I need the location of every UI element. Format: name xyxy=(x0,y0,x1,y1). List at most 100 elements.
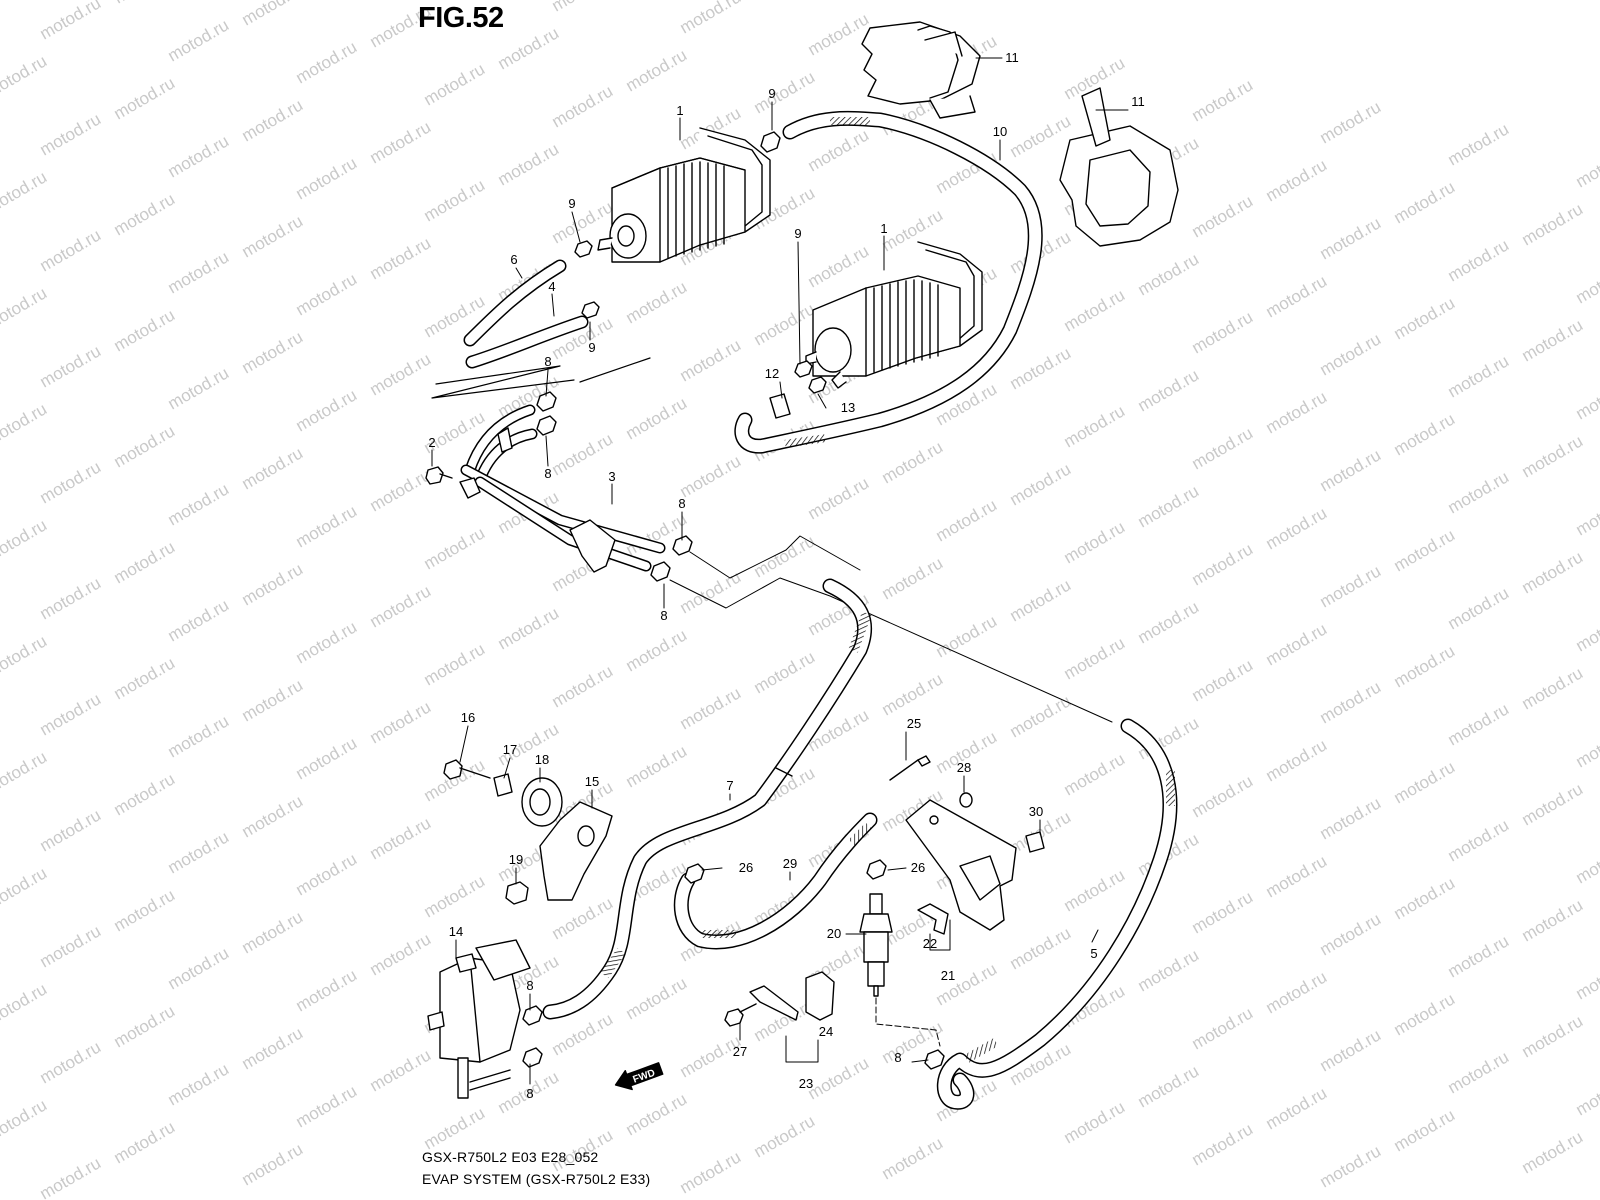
rivet-25 xyxy=(889,755,931,781)
callout-11: 11 xyxy=(1005,50,1019,65)
watermark-text: motod.ru xyxy=(1189,771,1257,821)
watermark-text: motod.ru xyxy=(1135,1061,1203,1111)
watermark-text: motod.ru xyxy=(677,335,745,385)
callout-9: 9 xyxy=(568,196,575,211)
break-line xyxy=(431,365,575,399)
watermark-text: motod.ru xyxy=(1519,779,1587,829)
watermark-text: motod.ru xyxy=(751,1111,819,1161)
watermark-text: motod.ru xyxy=(111,653,179,703)
watermark-text: motod.ru xyxy=(1519,663,1587,713)
watermark-text: motod.ru xyxy=(1573,141,1600,191)
watermark-text: motod.ru xyxy=(1573,953,1600,1003)
clamp-26-set xyxy=(684,859,887,884)
watermark-text: motod.ru xyxy=(1317,329,1385,379)
part-12-joint xyxy=(769,393,791,419)
callout-27: 27 xyxy=(733,1044,747,1059)
callout-22: 22 xyxy=(923,936,937,951)
watermark-text: motod.ru xyxy=(1391,757,1459,807)
watermark-text: motod.ru xyxy=(1263,271,1331,321)
watermark-text: motod.ru xyxy=(239,443,307,493)
watermark-text: motod.ru xyxy=(1317,1025,1385,1075)
watermark-text: motod.ru xyxy=(1573,373,1600,423)
callout-26: 26 xyxy=(911,860,925,875)
callout-8: 8 xyxy=(526,978,533,993)
watermark-text: motod.ru xyxy=(1263,735,1331,785)
callout-17: 17 xyxy=(503,742,517,757)
watermark-text: motod.ru xyxy=(623,393,691,443)
watermark-text: motod.ru xyxy=(293,269,361,319)
watermark-text: motod.ru xyxy=(293,617,361,667)
watermark-text: motod.ru xyxy=(1573,1069,1600,1119)
watermark-text: motod.ru xyxy=(293,37,361,87)
callout-6: 6 xyxy=(510,252,517,267)
watermark-text: motod.ru xyxy=(1007,343,1075,393)
hose-10 xyxy=(734,110,1043,454)
leader-lines xyxy=(689,535,861,579)
watermark-text: motod.ru xyxy=(111,0,179,7)
watermark-text: motod.ru xyxy=(1317,213,1385,263)
watermark-text: motod.ru xyxy=(367,813,435,863)
watermark-text: motod.ru xyxy=(879,437,947,487)
watermark-text: motod.ru xyxy=(1317,1141,1385,1191)
callout-7: 7 xyxy=(726,778,733,793)
watermark-text: motod.ru xyxy=(1391,989,1459,1039)
watermark-text: motod.ru xyxy=(1445,119,1513,169)
watermark-text: motod.ru xyxy=(879,553,947,603)
watermark-text: motod.ru xyxy=(367,349,435,399)
watermark-text: motod.ru xyxy=(1135,481,1203,531)
fwd-label: FWD xyxy=(632,1068,657,1086)
callout-9: 9 xyxy=(794,226,801,241)
cushion-18 xyxy=(521,777,563,827)
watermark-text: motod.ru xyxy=(1445,815,1513,865)
watermark-text: motod.ru xyxy=(0,51,50,101)
callout-24: 24 xyxy=(819,1024,833,1039)
callout-labels: 1123456788888889999101111121314151617181… xyxy=(428,50,1144,1101)
watermark-text: motod.ru xyxy=(623,741,691,791)
spacer-17 xyxy=(493,773,513,797)
hose-6 xyxy=(463,259,567,347)
watermark-text: motod.ru xyxy=(1061,633,1129,683)
clip-23 xyxy=(749,985,799,1021)
watermark-text: motod.ru xyxy=(1519,431,1587,481)
bracket-15 xyxy=(539,801,613,901)
watermark-text: motod.ru xyxy=(805,241,873,291)
holder-11-right xyxy=(1059,87,1179,247)
watermark-text: motod.ru xyxy=(805,473,873,523)
callout-2: 2 xyxy=(428,435,435,450)
part-28 xyxy=(959,792,973,808)
watermark-text: motod.ru xyxy=(805,125,873,175)
watermark-text: motod.ru xyxy=(1445,583,1513,633)
callout-16: 16 xyxy=(461,710,475,725)
bolt-2 xyxy=(425,466,453,485)
watermark-text: motod.ru xyxy=(1189,307,1257,357)
watermark-text: motod.ru xyxy=(111,305,179,355)
callout-8: 8 xyxy=(544,466,551,481)
watermark-text: motod.ru xyxy=(1445,699,1513,749)
watermark-text: motod.ru xyxy=(1189,655,1257,705)
watermark-text: motod.ru xyxy=(367,697,435,747)
watermark-text: motod.ru xyxy=(1519,1011,1587,1061)
watermark-text: motod.ru xyxy=(165,595,233,645)
watermark-text: motod.ru xyxy=(0,747,50,797)
watermark-text: motod.ru xyxy=(111,73,179,123)
watermark-text: motod.ru xyxy=(495,139,563,189)
watermark-text: motod.ru xyxy=(111,537,179,587)
watermark-text: motod.ru xyxy=(879,1133,947,1183)
watermark-text: motod.ru xyxy=(1317,909,1385,959)
watermark-text: motod.ru xyxy=(1391,525,1459,575)
watermark-text: motod.ru xyxy=(239,675,307,725)
bracket-21 xyxy=(905,799,1017,931)
watermark-text: motod.ru xyxy=(1007,459,1075,509)
watermark-text: motod.ru xyxy=(1007,111,1075,161)
watermark-text: motod.ru xyxy=(1135,945,1203,995)
watermark-text: motod.ru xyxy=(1573,721,1600,771)
watermark-text: motod.ru xyxy=(1189,75,1257,125)
parts-drawing xyxy=(425,21,1179,1110)
watermark-text: motod.ru xyxy=(933,959,1001,1009)
watermark-text: motod.ru xyxy=(421,871,489,921)
watermark-text: motod.ru xyxy=(1445,467,1513,517)
watermark-text: motod.ru xyxy=(1135,249,1203,299)
watermark-text: motod.ru xyxy=(421,523,489,573)
